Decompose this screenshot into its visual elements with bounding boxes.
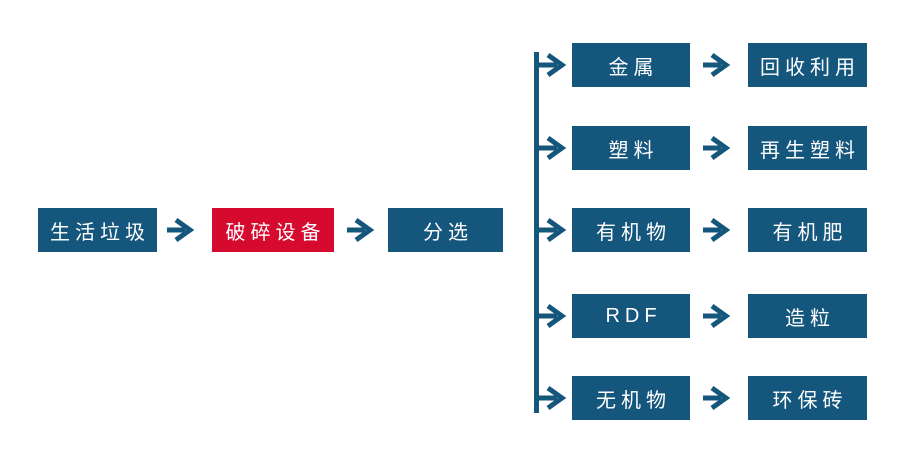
node-label: 造粒 bbox=[785, 307, 835, 330]
node-household-waste: 生活垃圾 bbox=[38, 208, 157, 252]
node-label: 有机肥 bbox=[772, 221, 848, 244]
node-plastic: 塑料 bbox=[572, 126, 690, 170]
arrow-right-icon bbox=[346, 216, 376, 244]
node-recycling: 回收利用 bbox=[748, 43, 867, 87]
node-label: 金属 bbox=[608, 56, 659, 79]
node-recycled-plastic: 再生塑料 bbox=[748, 126, 867, 170]
node-label: 回收利用 bbox=[760, 56, 860, 79]
node-label: 无机物 bbox=[596, 389, 671, 412]
node-label: 分选 bbox=[423, 221, 473, 244]
node-crushing-equipment: 破碎设备 bbox=[212, 208, 334, 252]
branch-trunk-line bbox=[534, 52, 539, 413]
node-sorting: 分选 bbox=[388, 208, 503, 252]
arrow-right-icon bbox=[702, 51, 732, 79]
node-label: 环保砖 bbox=[772, 389, 848, 412]
node-label: 生活垃圾 bbox=[50, 221, 150, 244]
node-organic-fertilizer: 有机肥 bbox=[748, 208, 867, 252]
node-organic-matter: 有机物 bbox=[572, 208, 690, 252]
arrow-right-icon bbox=[702, 384, 732, 412]
node-inorganic-matter: 无机物 bbox=[572, 376, 690, 420]
node-granulation: 造粒 bbox=[748, 294, 867, 338]
arrow-right-icon bbox=[166, 216, 196, 244]
arrow-right-icon bbox=[538, 51, 568, 79]
node-label: 破碎设备 bbox=[225, 221, 326, 244]
node-rdf: RDF bbox=[572, 294, 690, 338]
arrow-right-icon bbox=[538, 302, 568, 330]
node-label: 有机物 bbox=[596, 221, 671, 244]
arrow-right-icon bbox=[702, 302, 732, 330]
node-label: 塑料 bbox=[608, 139, 659, 162]
node-label: RDF bbox=[605, 304, 662, 327]
arrow-right-icon bbox=[538, 216, 568, 244]
node-label: 再生塑料 bbox=[760, 139, 860, 162]
node-eco-brick: 环保砖 bbox=[748, 376, 867, 420]
arrow-right-icon bbox=[702, 216, 732, 244]
node-metal: 金属 bbox=[572, 43, 690, 87]
arrow-right-icon bbox=[702, 134, 732, 162]
arrow-right-icon bbox=[538, 384, 568, 412]
arrow-right-icon bbox=[538, 134, 568, 162]
